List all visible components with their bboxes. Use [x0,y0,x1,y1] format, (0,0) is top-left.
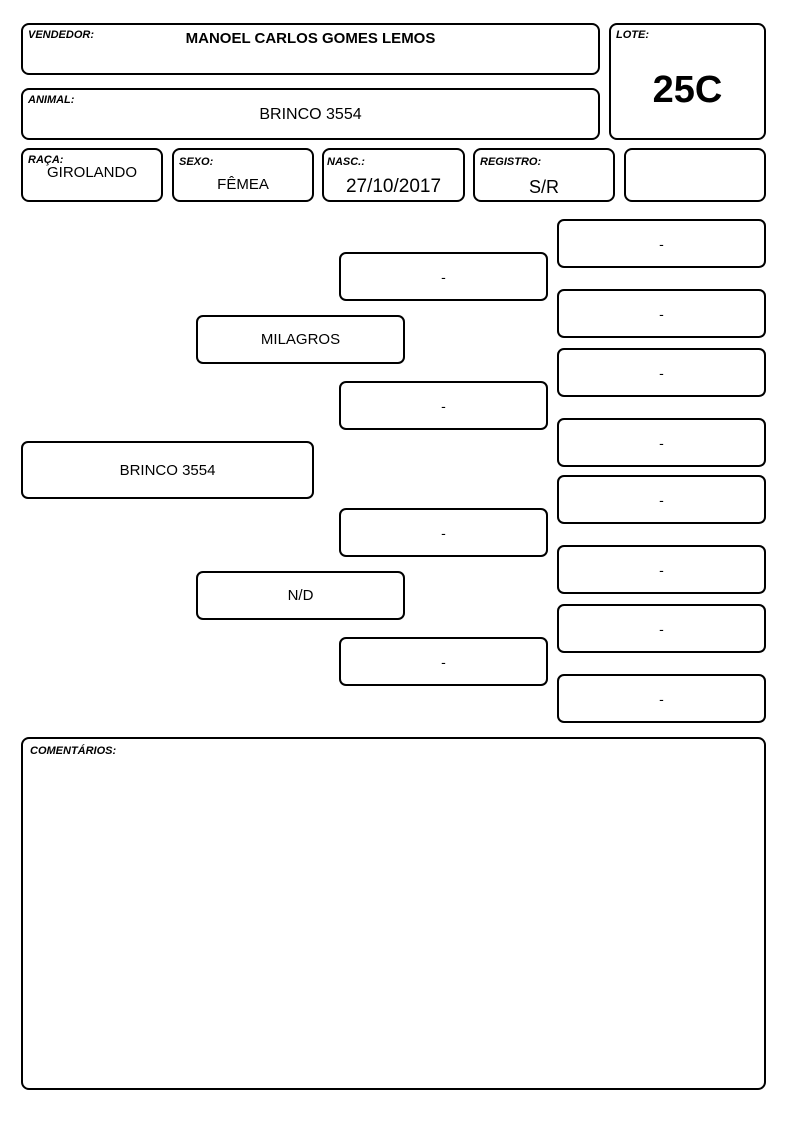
registro-box: REGISTRO: S/R [473,148,615,202]
pedigree-sire: MILAGROS [196,315,405,364]
pedigree-animal: BRINCO 3554 [21,441,314,499]
pedigree-sire-dam: - [339,381,548,430]
lote-box: LOTE: 25C [609,23,766,140]
pedigree-dam-sire: - [339,508,548,557]
nasc-value: 27/10/2017 [345,176,442,197]
pedigree-dam-dam: - [339,637,548,686]
vendedor-value: MANOEL CARLOS GOMES LEMOS [185,30,436,47]
vendedor-label: VENDEDOR: [28,29,95,41]
lote-label: LOTE: [616,29,649,41]
registro-label: REGISTRO: [480,156,542,168]
comentarios-box: COMENTÁRIOS: [21,737,766,1090]
registro-value: S/R [528,177,559,197]
comentarios-label: COMENTÁRIOS: [30,745,117,757]
lote-value: 25C [652,69,723,111]
pedigree-dam: N/D [196,571,405,620]
animal-label: ANIMAL: [28,94,75,106]
pedigree-ggp-5: - [557,475,766,524]
animal-value: BRINCO 3554 [259,106,362,123]
sexo-label: SEXO: [179,156,214,168]
sexo-box: SEXO: FÊMEA [172,148,314,202]
vendedor-box: VENDEDOR: MANOEL CARLOS GOMES LEMOS [21,23,600,75]
pedigree-ggp-2: - [557,289,766,338]
nasc-box: NASC.: 27/10/2017 [322,148,465,202]
animal-box: ANIMAL: BRINCO 3554 [21,88,600,140]
raca-box: RAÇA: GIROLANDO [21,148,163,202]
sexo-value: FÊMEA [217,176,269,193]
nasc-label: NASC.: [327,156,365,168]
pedigree-ggp-6: - [557,545,766,594]
pedigree-ggp-7: - [557,604,766,653]
empty-box [624,148,766,202]
pedigree-ggp-4: - [557,418,766,467]
pedigree-sire-sire: - [339,252,548,301]
pedigree-ggp-8: - [557,674,766,723]
pedigree-ggp-3: - [557,348,766,397]
pedigree-ggp-1: - [557,219,766,268]
raca-label: RAÇA: [28,154,64,166]
raca-value: GIROLANDO [46,164,137,181]
